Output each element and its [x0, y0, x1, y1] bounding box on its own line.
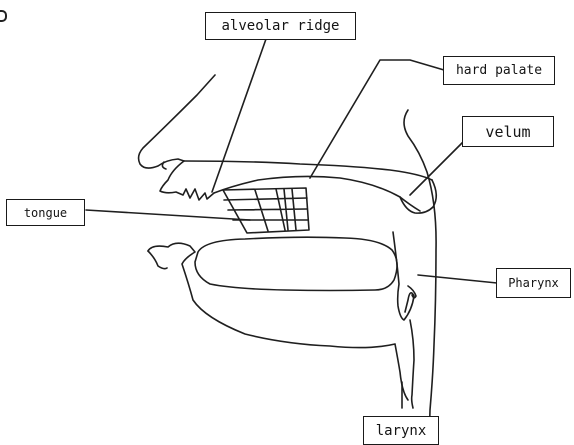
nose-outline	[139, 75, 215, 168]
tongue-body-outline	[195, 237, 397, 290]
label-larynx: larynx	[363, 416, 439, 445]
larynx-tube	[410, 320, 414, 408]
label-pharynx: Pharynx	[496, 268, 571, 298]
palate-lower-contour	[214, 176, 420, 211]
leader-hard-palate	[310, 60, 444, 178]
chin-line	[148, 251, 167, 269]
label-velum: velum	[462, 116, 554, 147]
leader-tongue	[86, 210, 250, 220]
leader-alveolar-ridge	[212, 39, 266, 192]
label-hard-palate: hard palate	[443, 56, 555, 85]
lower-lip-jaw-outline	[148, 243, 408, 400]
tongue-mesh-lines	[224, 189, 308, 231]
leader-velum	[410, 140, 465, 195]
upper-lip-teeth-outline	[160, 161, 214, 200]
nostril-curl	[162, 162, 166, 169]
leader-pharynx	[418, 275, 497, 283]
label-alveolar-ridge: alveolar ridge	[205, 12, 356, 40]
label-tongue: tongue	[6, 199, 85, 226]
